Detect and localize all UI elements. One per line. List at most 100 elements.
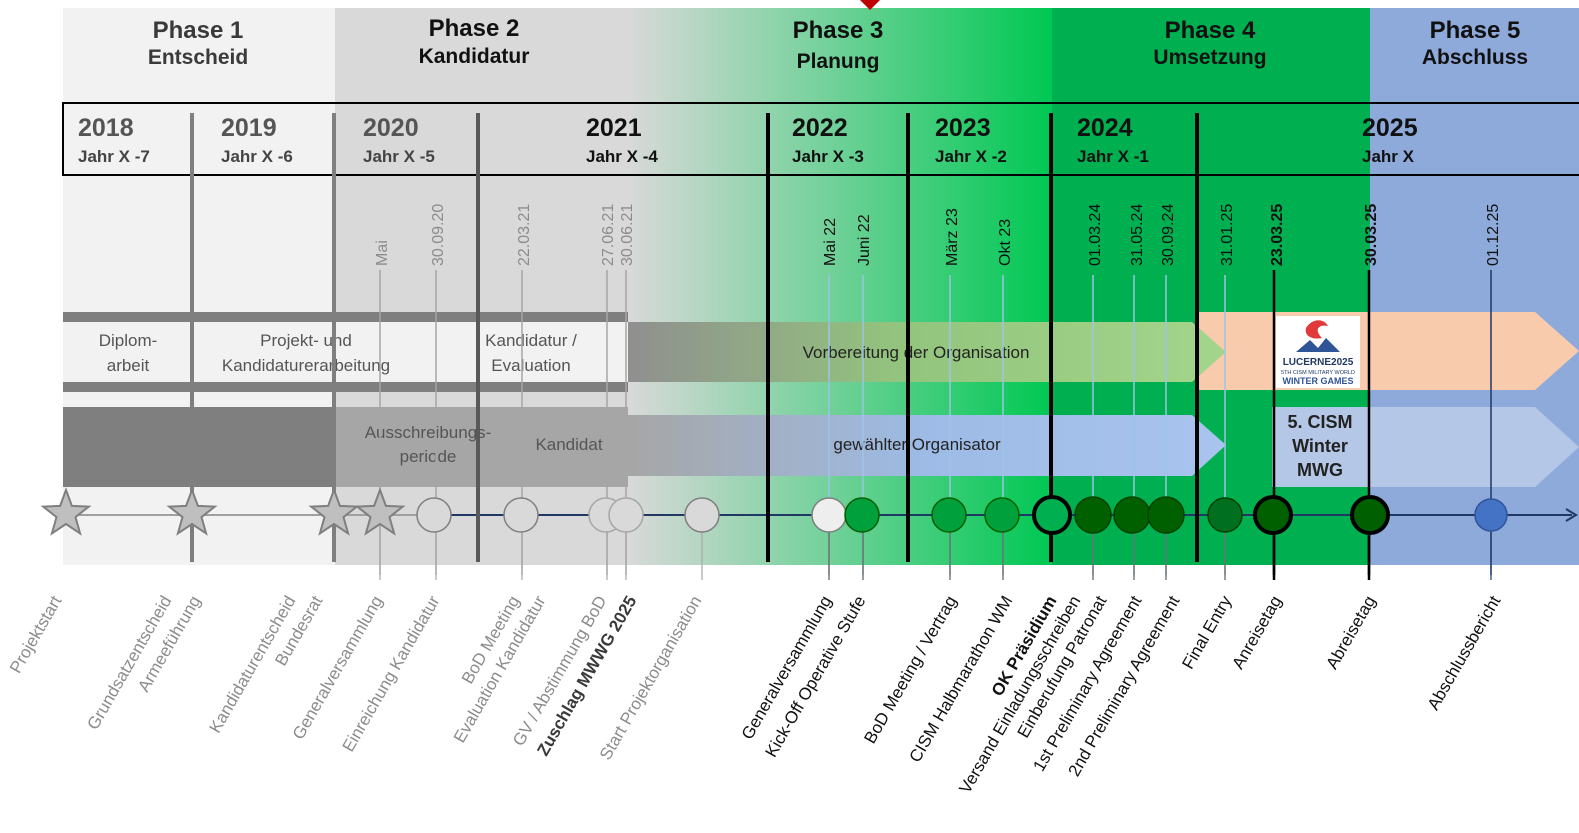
- milestone-marker: [1207, 497, 1243, 533]
- phase-3-title: Phase 3: [793, 17, 884, 44]
- phase-2-title: Phase 2: [429, 15, 520, 42]
- date-label: 23.03.25: [1269, 204, 1286, 266]
- year-2025-label: Jahr X: [1362, 147, 1415, 166]
- timeline-arrow-icon: [1565, 508, 1578, 522]
- upper-band-inner: [63, 322, 628, 382]
- milestone-label: Abreisetag: [1322, 593, 1379, 673]
- event-arrow-lower: [1370, 407, 1579, 487]
- year-2025: 2025: [1362, 114, 1418, 142]
- date-label: 01.12.25: [1485, 204, 1502, 266]
- phase-4-title: Phase 4: [1165, 17, 1256, 44]
- event-box-line-1: 5. CISM: [1287, 412, 1352, 432]
- year-2023-label: Jahr X -2: [935, 147, 1007, 166]
- star-marker-icon: [354, 487, 406, 536]
- logo-line-2: 5TH CISM MILITARY WORLD: [1281, 370, 1355, 376]
- star-marker-icon: [40, 487, 92, 536]
- event-box-line-2: Winter: [1292, 436, 1348, 456]
- band-kandidat: Kandidat: [535, 435, 602, 454]
- milestone-marker: [684, 497, 720, 533]
- phase-1-title: Phase 1: [153, 17, 244, 44]
- milestone-label: Final Entry: [1178, 592, 1235, 672]
- date-label: 27.06.21: [600, 204, 617, 266]
- milestone-marker: [1032, 495, 1072, 535]
- milestone-marker: [503, 497, 539, 533]
- year-2022: 2022: [792, 114, 848, 142]
- phase-3-subtitle: Planung: [797, 50, 880, 73]
- milestone-label: Einreichung Kandidatur: [339, 592, 444, 755]
- logo-line-1: LUCERNE2025: [1283, 357, 1354, 368]
- date-label: 01.03.24: [1087, 204, 1104, 266]
- date-label: 30.03.25: [1363, 204, 1380, 266]
- milestone-marker: [984, 497, 1020, 533]
- band-ausschreibung-line-1: Ausschreibungs-: [365, 423, 492, 442]
- logo-mountain-icon: [1296, 338, 1340, 352]
- star-marker-icon: [308, 487, 360, 536]
- logo-line-3: WINTER GAMES: [1283, 376, 1354, 386]
- band-kandidatur-line-1: Kandidatur /: [485, 331, 577, 350]
- date-label: 31.01.25: [1219, 204, 1236, 266]
- band-labels: Diplom- arbeit Projekt- und Kandidaturer…: [99, 331, 1353, 480]
- band-kandidatur-line-2: Evaluation: [491, 356, 570, 375]
- phase-2-subtitle: Kandidatur: [419, 45, 530, 68]
- band-projekt-line-2: Kandidaturerarbeitung: [222, 356, 390, 375]
- date-label: Mai: [374, 240, 391, 266]
- lucerne-logo: LUCERNE2025 5TH CISM MILITARY WORLD WINT…: [1276, 316, 1360, 388]
- event-box: [1272, 407, 1370, 487]
- year-2024: 2024: [1077, 114, 1133, 142]
- milestone-marker: [1074, 496, 1112, 534]
- phase-4-subtitle: Umsetzung: [1153, 46, 1266, 69]
- date-label: 30.09.20: [430, 204, 447, 266]
- milestone-marker: [931, 497, 967, 533]
- milestone-marker: [1350, 495, 1390, 535]
- year-2024-label: Jahr X -1: [1077, 147, 1149, 166]
- milestone-label: Versand Einladungsschreiben: [956, 593, 1085, 797]
- date-label: Mai 22: [822, 218, 839, 266]
- phase-headers: Phase 1 Entscheid Phase 2 Kandidatur Pha…: [148, 15, 1528, 73]
- event-arrow-upper: [1370, 312, 1579, 390]
- band-ausschreibung-line-2: periode: [400, 447, 457, 466]
- milestone-label: Anreisetag: [1228, 593, 1285, 673]
- phase-5-subtitle: Abschluss: [1422, 46, 1528, 69]
- date-label: 30.09.24: [1160, 204, 1177, 266]
- year-2023: 2023: [935, 114, 991, 142]
- milestone-label: Abschlussbericht: [1424, 592, 1505, 713]
- year-row-border: [62, 102, 1579, 176]
- year-2019: 2019: [221, 114, 277, 142]
- milestone-marker: [1474, 498, 1508, 532]
- year-row: 2018 Jahr X -7 2019 Jahr X -6 2020 Jahr …: [62, 102, 1579, 176]
- milestone-markers: [40, 487, 1508, 536]
- star-marker-icon: [166, 487, 218, 536]
- logo-emblem-icon: [1305, 320, 1328, 339]
- phase-3-background: [628, 8, 1052, 565]
- milestone-marker: [1113, 496, 1151, 534]
- milestone-marker: [1253, 495, 1293, 535]
- year-2022-label: Jahr X -3: [792, 147, 864, 166]
- phase-5-title: Phase 5: [1430, 17, 1521, 44]
- vorbereitung-arrow: [628, 322, 1226, 382]
- date-label: März 23: [944, 208, 961, 266]
- year-2021: 2021: [586, 114, 642, 142]
- milestone-marker: [811, 497, 847, 533]
- year-2021-label: Jahr X -4: [586, 147, 658, 166]
- date-label: 31.05.24: [1129, 204, 1146, 266]
- milestone-marker: [844, 497, 880, 533]
- year-2020: 2020: [363, 114, 419, 142]
- milestone-label: Projektstart: [6, 592, 66, 676]
- date-label: 22.03.21: [516, 204, 533, 266]
- today-marker-icon: [860, 0, 880, 10]
- milestone-marker: [416, 497, 452, 533]
- date-label: 30.06.21: [619, 204, 636, 266]
- milestone-marker: [1147, 496, 1185, 534]
- band-projekt-line-1: Projekt- und: [260, 331, 352, 350]
- band-organisator: gewählter Organisator: [833, 435, 1001, 454]
- milestone-marker: [608, 497, 644, 533]
- date-label: Juni 22: [856, 214, 873, 266]
- lower-band-dark: [63, 407, 335, 487]
- year-separators: [190, 113, 1199, 562]
- band-vorbereitung: Vorbereitung der Organisation: [803, 343, 1030, 362]
- year-2019-label: Jahr X -6: [221, 147, 293, 166]
- organisator-arrow: [628, 415, 1226, 476]
